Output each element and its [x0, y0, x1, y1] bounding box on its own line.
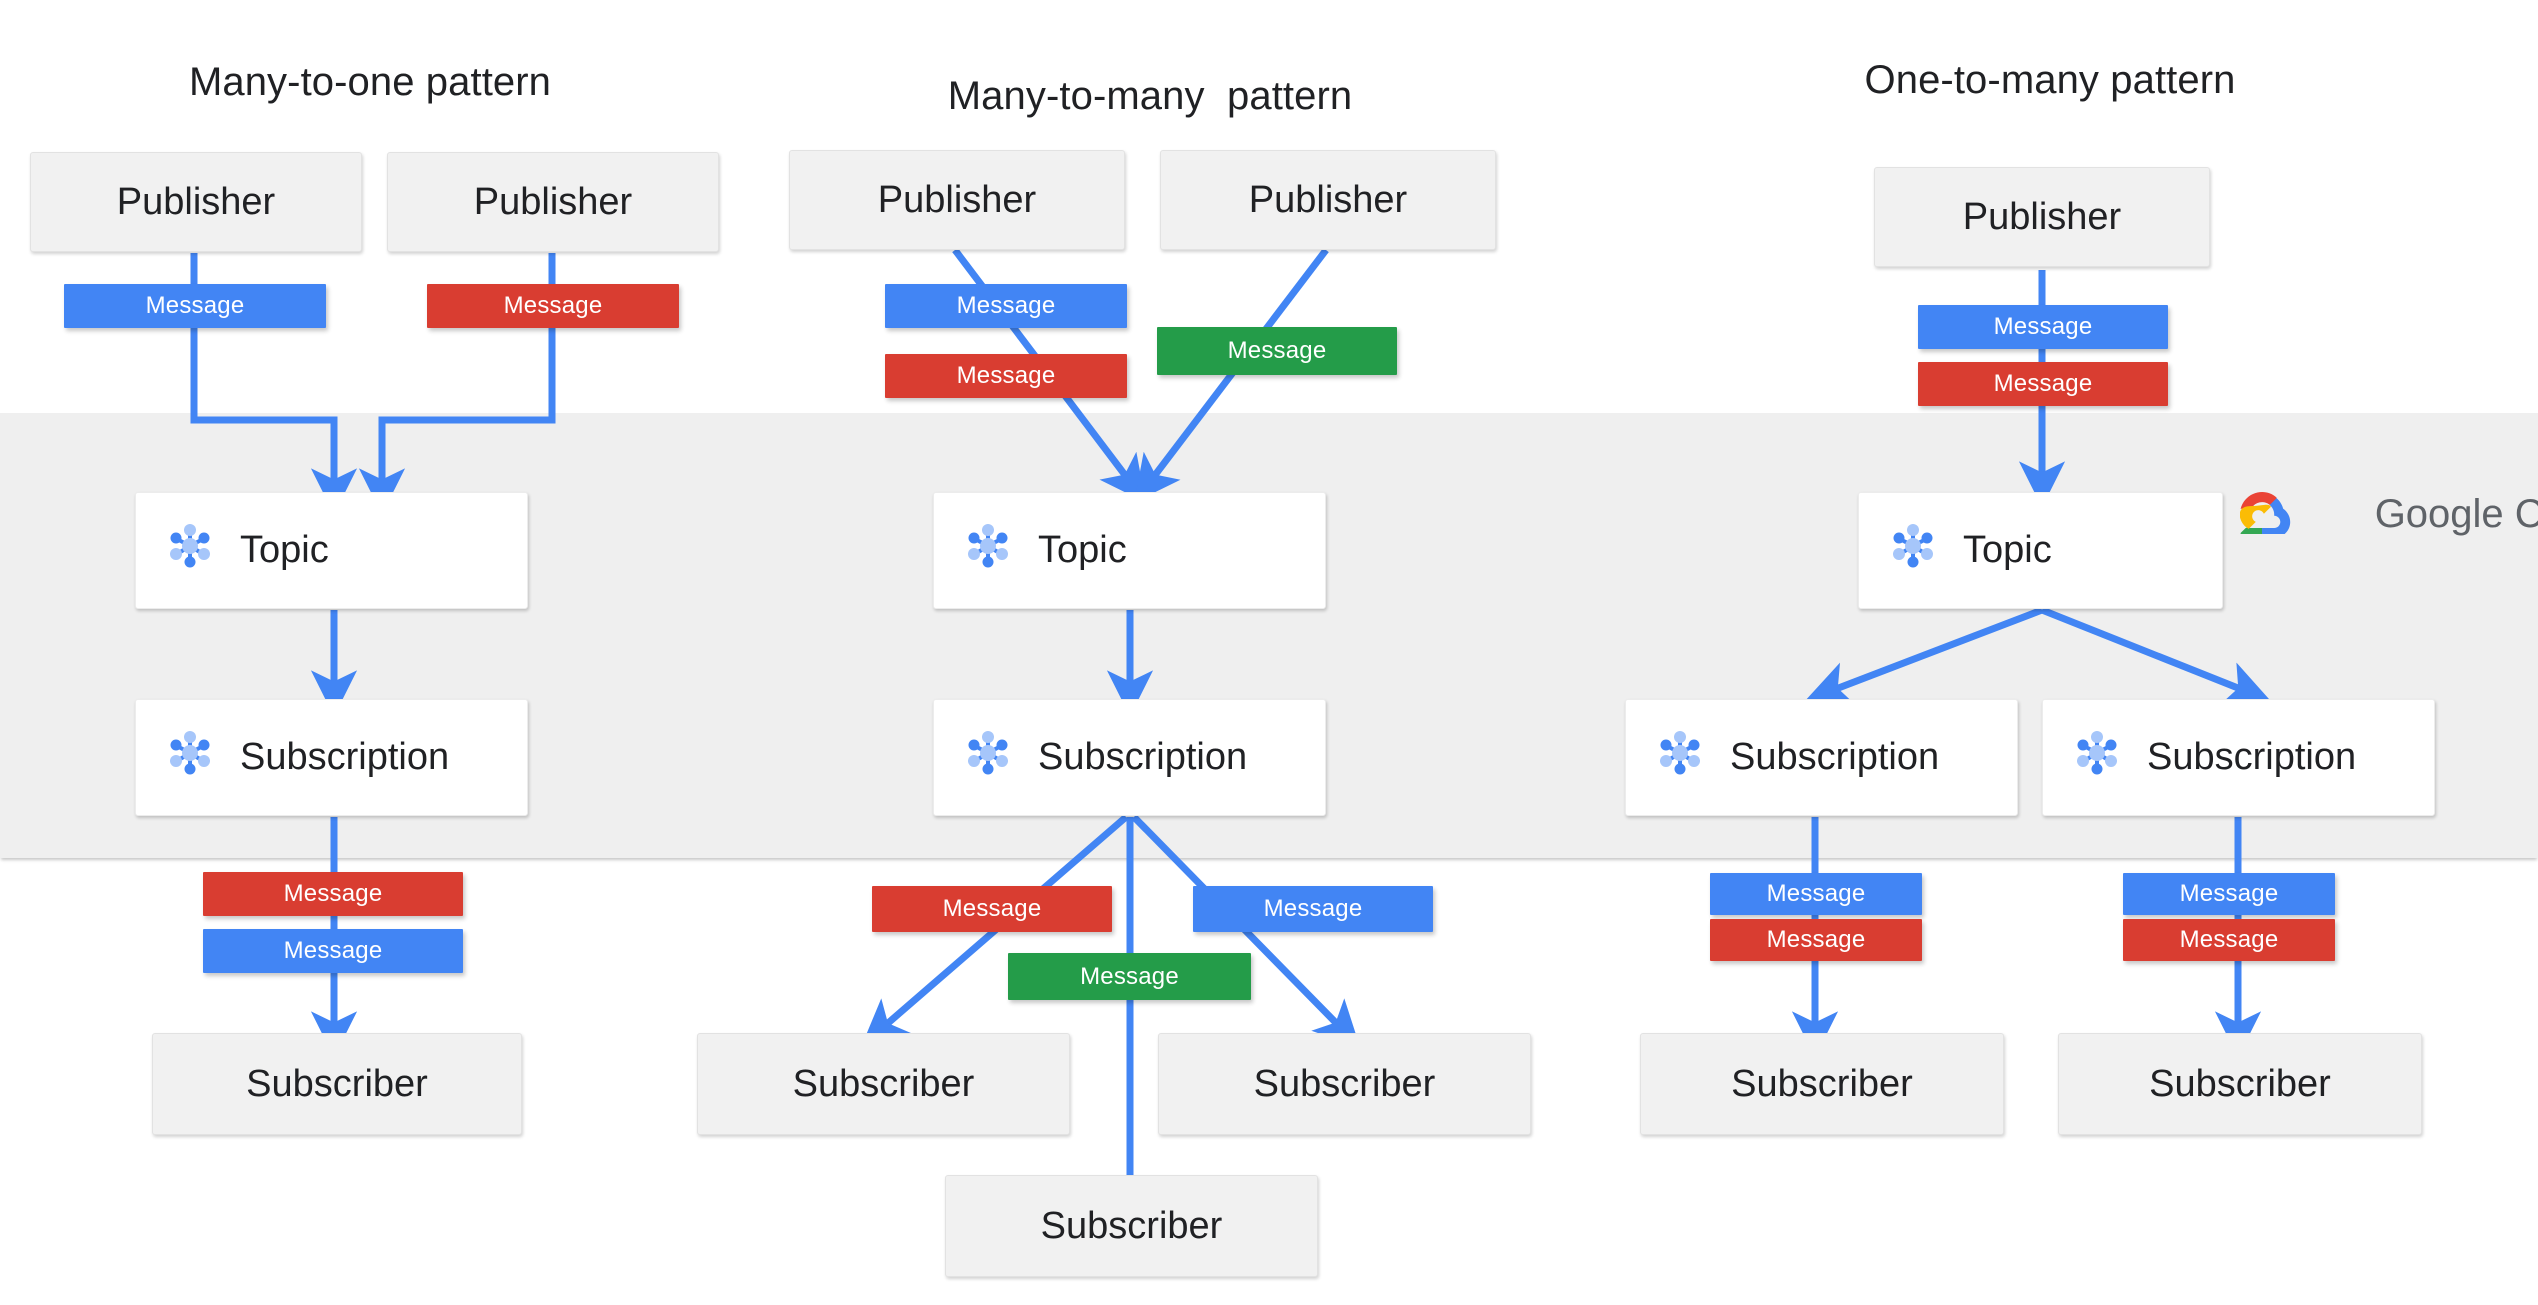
- column-title-many-to-many: Many-to-many pattern: [947, 74, 1353, 118]
- message-chip[interactable]: Message: [885, 354, 1127, 398]
- publisher-box[interactable]: Publisher: [30, 152, 362, 252]
- subscriber-label: Subscriber: [2149, 1062, 2331, 1105]
- subscription-label: Subscription: [240, 736, 450, 778]
- message-label: Message: [2179, 880, 2279, 907]
- topic-box[interactable]: Topic: [1858, 492, 2223, 609]
- subscription-label: Subscription: [1730, 736, 1940, 778]
- message-chip[interactable]: Message: [885, 284, 1127, 328]
- message-chip[interactable]: Message: [203, 872, 463, 916]
- topic-box[interactable]: Topic: [933, 492, 1326, 609]
- message-label: Message: [2179, 926, 2279, 953]
- publisher-box[interactable]: Publisher: [1874, 167, 2210, 267]
- message-label: Message: [283, 880, 383, 907]
- message-chip[interactable]: Message: [1193, 886, 1433, 932]
- message-label: Message: [1263, 895, 1363, 922]
- publisher-label: Publisher: [116, 180, 276, 223]
- subscription-box[interactable]: Subscription: [933, 699, 1326, 816]
- message-chip[interactable]: Message: [2123, 919, 2335, 961]
- pubsub-subscription-icon: [960, 725, 1016, 791]
- subscriber-label: Subscriber: [1253, 1062, 1436, 1105]
- google-cloud-logo-icon: [2239, 490, 2292, 539]
- subscriber-box[interactable]: Subscriber: [152, 1033, 522, 1135]
- message-chip[interactable]: Message: [1918, 305, 2168, 349]
- message-label: Message: [956, 362, 1056, 389]
- google-cloud-logo: Google Cloud: [2239, 447, 2538, 582]
- publisher-label: Publisher: [877, 178, 1037, 221]
- cloud-word: Cloud: [2514, 492, 2538, 536]
- message-label: Message: [1080, 962, 1179, 990]
- subscription-box[interactable]: Subscription: [135, 699, 528, 816]
- pubsub-subscription-icon: [2069, 725, 2125, 791]
- subscription-box[interactable]: Subscription: [1625, 699, 2018, 816]
- pubsub-subscription-icon: [1652, 725, 1708, 791]
- subscriber-box[interactable]: Subscriber: [697, 1033, 1070, 1135]
- message-chip[interactable]: Message: [64, 284, 326, 328]
- subscriber-label: Subscriber: [1731, 1062, 1913, 1105]
- pubsub-topic-icon: [1885, 518, 1941, 584]
- subscription-label: Subscription: [1038, 736, 1248, 778]
- publisher-label: Publisher: [473, 180, 633, 223]
- subscriber-label: Subscriber: [246, 1062, 428, 1105]
- message-label: Message: [503, 292, 603, 319]
- message-label: Message: [956, 292, 1056, 319]
- subscriber-label: Subscriber: [792, 1062, 975, 1105]
- message-chip[interactable]: Message: [203, 929, 463, 973]
- message-label: Message: [1227, 337, 1327, 364]
- message-chip[interactable]: Message: [1008, 953, 1251, 1000]
- message-chip[interactable]: Message: [2123, 873, 2335, 915]
- publisher-box[interactable]: Publisher: [1160, 150, 1496, 250]
- subscriber-box[interactable]: Subscriber: [945, 1175, 1318, 1277]
- message-label: Message: [145, 292, 245, 319]
- pubsub-topic-icon: [162, 518, 218, 584]
- message-chip[interactable]: Message: [427, 284, 679, 328]
- google-word: Google: [2374, 492, 2504, 536]
- message-label: Message: [1766, 926, 1866, 953]
- message-chip[interactable]: Message: [1918, 362, 2168, 406]
- message-chip[interactable]: Message: [1710, 919, 1922, 961]
- message-label: Message: [1766, 880, 1866, 907]
- topic-label: Topic: [1963, 529, 2052, 571]
- message-label: Message: [1993, 313, 2093, 340]
- topic-label: Topic: [1038, 529, 1127, 571]
- publisher-box[interactable]: Publisher: [387, 152, 719, 252]
- message-label: Message: [283, 937, 383, 964]
- message-label: Message: [1993, 370, 2093, 397]
- topic-box[interactable]: Topic: [135, 492, 528, 609]
- publisher-label: Publisher: [1962, 195, 2122, 238]
- subscriber-box[interactable]: Subscriber: [1158, 1033, 1531, 1135]
- subscription-box[interactable]: Subscription: [2042, 699, 2435, 816]
- message-chip[interactable]: Message: [1157, 327, 1397, 375]
- message-label: Message: [942, 895, 1042, 922]
- pubsub-topic-icon: [960, 518, 1016, 584]
- subscription-label: Subscription: [2147, 736, 2357, 778]
- pubsub-subscription-icon: [162, 725, 218, 791]
- message-chip[interactable]: Message: [872, 886, 1112, 932]
- google-cloud-wordmark: Google Cloud: [2308, 447, 2538, 582]
- publisher-box[interactable]: Publisher: [789, 150, 1125, 250]
- topic-label: Topic: [240, 529, 329, 571]
- subscriber-label: Subscriber: [1040, 1204, 1223, 1247]
- subscriber-box[interactable]: Subscriber: [1640, 1033, 2004, 1135]
- subscriber-box[interactable]: Subscriber: [2058, 1033, 2422, 1135]
- column-title-one-to-many: One-to-many pattern: [1864, 58, 2236, 102]
- message-chip[interactable]: Message: [1710, 873, 1922, 915]
- column-title-many-to-one: Many-to-one pattern: [188, 60, 552, 104]
- publisher-label: Publisher: [1248, 178, 1408, 221]
